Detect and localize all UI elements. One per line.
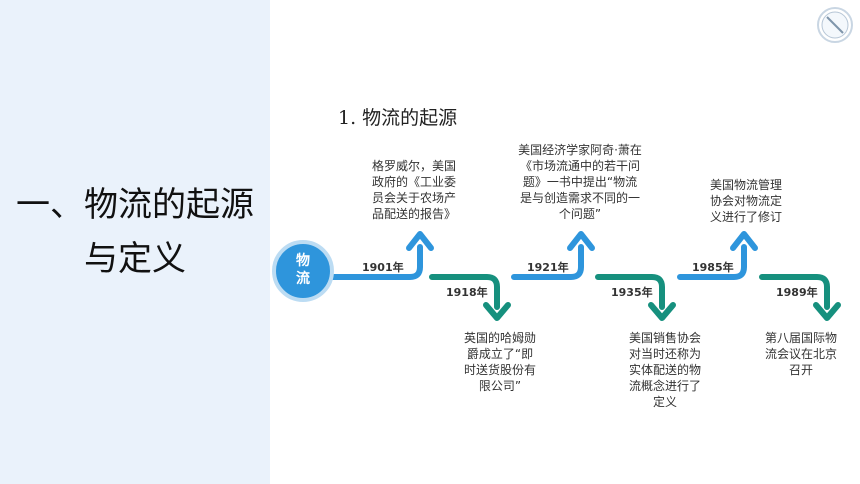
year-label: 1918年 bbox=[446, 286, 488, 299]
event-note: 格罗威尔，美国 政府的《工业委 员会关于农场产 品配送的报告》 bbox=[371, 159, 456, 221]
year-label: 1989年 bbox=[776, 286, 818, 299]
year-label: 1901年 bbox=[362, 261, 404, 274]
event-note: 美国物流管理 协会对物流定 义进行了修订 bbox=[709, 178, 782, 224]
left-panel bbox=[0, 0, 270, 484]
core-label: 物 流 bbox=[296, 253, 310, 287]
section-title-line2: 与定义 bbox=[84, 239, 186, 279]
event-note: 美国经济学家阿奇·萧在 《市场流通中的若干问 题》一书中提出“物流 是与创造需求… bbox=[518, 143, 642, 221]
event-note: 第八届国际物 流会议在北京 召开 bbox=[764, 331, 837, 377]
subtitle: 1. 物流的起源 bbox=[338, 107, 458, 129]
year-label: 1985年 bbox=[692, 261, 734, 274]
section-title: 一、物流的起源 与定义 bbox=[0, 178, 270, 286]
event-note: 美国销售协会 对当时还称为 实体配送的物 流概念进行了 定义 bbox=[628, 331, 701, 409]
event-note: 英国的哈姆勋 爵成立了“即 时送货股份有 限公司” bbox=[463, 331, 536, 393]
core-circle bbox=[272, 240, 334, 302]
year-label: 1935年 bbox=[611, 286, 653, 299]
section-title-line1: 一、物流的起源 bbox=[16, 185, 254, 225]
year-label: 1921年 bbox=[527, 261, 569, 274]
slash-circle-icon bbox=[817, 7, 853, 43]
